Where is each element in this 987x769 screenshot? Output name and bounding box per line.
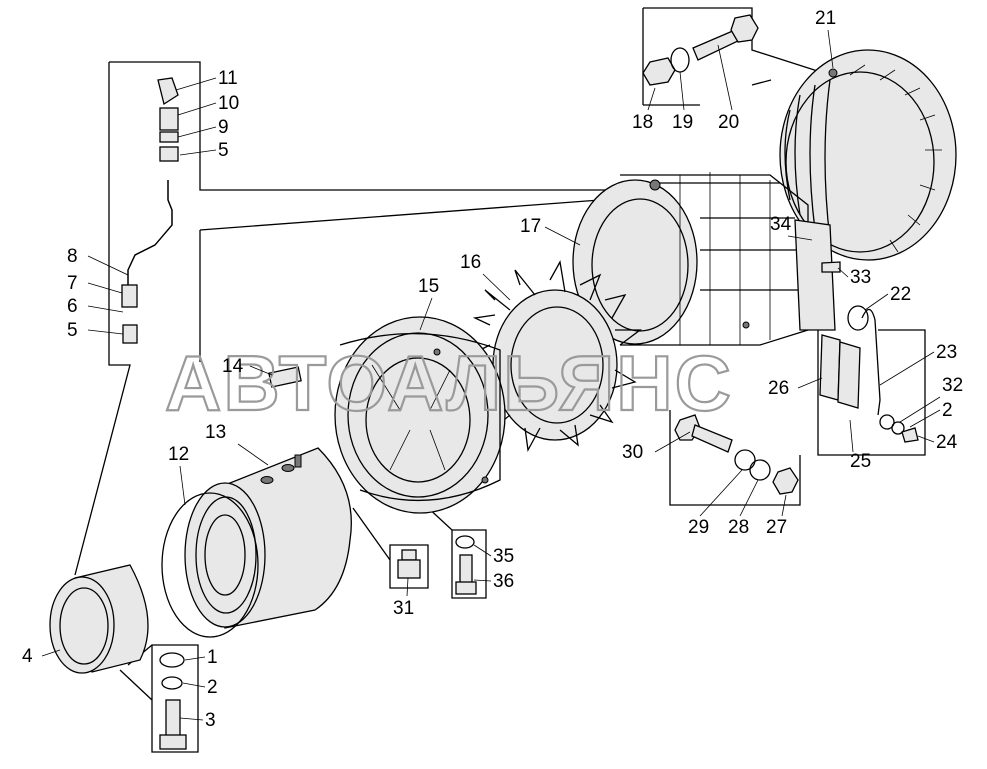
callout-label-c1: 1: [207, 647, 218, 668]
filter-body-part-13: [184, 447, 352, 629]
callout-leader-c3: [179, 717, 204, 721]
rotor-ring-part-21: [779, 49, 957, 261]
callout-label-c26: 26: [768, 378, 789, 399]
callout-label-c36: 36: [493, 571, 514, 592]
callout-label-c34: 34: [770, 214, 792, 235]
callout-label-c13: 13: [205, 422, 226, 443]
callout-leader-c17: [544, 226, 581, 246]
seal-ring-part-12: [161, 492, 259, 638]
callout-leader-c9: [177, 126, 217, 138]
watermark-text: АВТОАЛЬЯНС: [165, 339, 733, 427]
callout-label-c32: 32: [942, 375, 963, 396]
callout-leader-c19: [679, 71, 685, 111]
fan-housing-part-15: [334, 316, 506, 514]
callout-label-c7: 7: [67, 273, 78, 294]
callout-leader-c6: [87, 305, 124, 313]
callout-leader-c8: [87, 255, 129, 276]
small-fasteners: [159, 535, 477, 750]
callout-label-c15: 15: [418, 276, 439, 297]
callout-label-c10: 10: [218, 93, 239, 114]
callout-leader-c1: [184, 656, 206, 661]
callout-label-c35: 35: [493, 546, 514, 567]
callout-label-c17: 17: [520, 216, 541, 237]
bolt-group-18-20: [642, 14, 759, 86]
callout-label-c6: 6: [67, 296, 78, 317]
callout-label-c24: 24: [936, 432, 958, 453]
callout-leader-c20: [717, 44, 733, 111]
callout-label-c8: 8: [67, 246, 78, 267]
callout-label-c23: 23: [936, 342, 957, 363]
callout-leader-c11: [175, 77, 217, 91]
callout-leader-c2: [182, 682, 206, 688]
group-brackets: [74, 7, 926, 753]
callout-label-c33: 33: [850, 267, 871, 288]
callout-leader-c12: [179, 465, 186, 506]
callout-leader-c29: [699, 469, 743, 517]
callout-leader-c31: [406, 577, 409, 597]
callout-leader-c23: [879, 351, 935, 386]
callout-label-c27: 27: [766, 517, 787, 538]
callout-label-c12: 12: [168, 444, 189, 465]
callout-label-c2b: 2: [942, 400, 953, 421]
callout-leader-c5b: [87, 329, 124, 335]
callout-leader-c18: [647, 87, 656, 111]
callout-leader-c33: [837, 267, 849, 278]
key-part-14: [268, 366, 302, 388]
callout-leader-c21: [827, 29, 834, 69]
callout-leader-c30: [654, 431, 691, 453]
callout-label-c28: 28: [728, 517, 749, 538]
callout-leader-c4: [41, 649, 61, 657]
callout-label-c18: 18: [632, 112, 653, 133]
callout-leader-c28: [739, 479, 759, 517]
callout-leader-c24: [917, 435, 935, 443]
callout-leader-c34: [787, 235, 813, 241]
bracket-group-22-26: [819, 261, 919, 443]
callout-leader-c35: [473, 544, 492, 557]
callout-leader-c5a: [179, 149, 217, 156]
callout-leader-c27: [781, 494, 787, 517]
callout-label-c19: 19: [672, 112, 693, 133]
callout-leader-c15: [419, 297, 433, 331]
bolt-group-27-30: [674, 414, 799, 495]
screen-cage-part-17: [572, 172, 836, 346]
callout-leader-c26: [797, 377, 823, 389]
callout-leader-c32: [899, 396, 941, 423]
callout-label-c14: 14: [222, 356, 244, 377]
callout-label-c4: 4: [22, 646, 33, 667]
callout-leader-c16: [482, 273, 511, 301]
callout-label-c9: 9: [218, 117, 229, 138]
callout-leader-c2b: [909, 409, 941, 428]
callout-label-c29: 29: [688, 517, 709, 538]
callout-label-c21: 21: [815, 8, 836, 29]
callout-label-c3: 3: [205, 710, 216, 731]
callout-label-c30: 30: [622, 442, 643, 463]
callout-leader-c22: [864, 293, 889, 311]
callout-label-c31: 31: [393, 598, 414, 619]
callout-label-c5a: 5: [218, 140, 229, 161]
collar-part-4: [49, 564, 149, 674]
callout-leader-c14: [249, 365, 273, 376]
callout-leader-c10: [177, 102, 217, 116]
callout-leader-c7: [87, 282, 123, 294]
callout-label-c20: 20: [718, 112, 739, 133]
callout-label-c25: 25: [850, 451, 871, 472]
callout-label-c22: 22: [890, 284, 911, 305]
callout-label-c11: 11: [218, 68, 238, 89]
callout-label-c5b: 5: [67, 320, 78, 341]
callout-label-c16: 16: [460, 252, 481, 273]
callout-leader-c36: [473, 579, 492, 582]
callout-leader-c13: [237, 443, 269, 466]
fitting-assembly: [121, 77, 179, 344]
callout-label-c2: 2: [207, 677, 218, 698]
callout-leader-c25: [849, 419, 854, 453]
